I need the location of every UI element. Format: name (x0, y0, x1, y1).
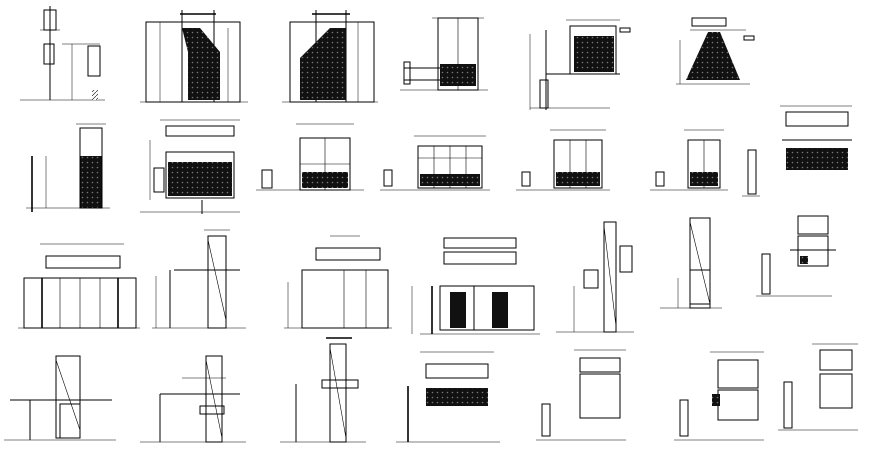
detail-3-1 (18, 243, 140, 329)
detail-4-3 (280, 337, 366, 443)
detail-2-7 (742, 105, 852, 197)
detail-2-1 (26, 123, 110, 212)
detail-4-2 (140, 355, 246, 443)
detail-3-3 (284, 235, 392, 329)
detail-2-6 (650, 129, 728, 191)
detail-1-1 (20, 6, 105, 101)
detail-4-4 (396, 351, 500, 443)
detail-1-6 (676, 17, 755, 85)
detail-1-4 (400, 17, 488, 91)
detail-2-4 (380, 135, 490, 191)
detail-4-6 (674, 351, 764, 441)
detail-2-5 (516, 129, 610, 191)
detail-3-7 (756, 215, 836, 297)
detail-3-2 (152, 229, 246, 329)
detail-3-6 (660, 217, 722, 309)
detail-4-7 (778, 343, 858, 431)
detail-1-3 (282, 10, 378, 103)
detail-2-2 (140, 119, 240, 214)
detail-4-1 (4, 355, 116, 441)
detail-3-4 (411, 237, 540, 335)
detail-3-5 (556, 221, 634, 333)
detail-4-5 (536, 349, 626, 441)
detail-1-2 (140, 10, 248, 103)
detail-1-5 (529, 19, 631, 110)
detail-2-3 (256, 123, 364, 191)
